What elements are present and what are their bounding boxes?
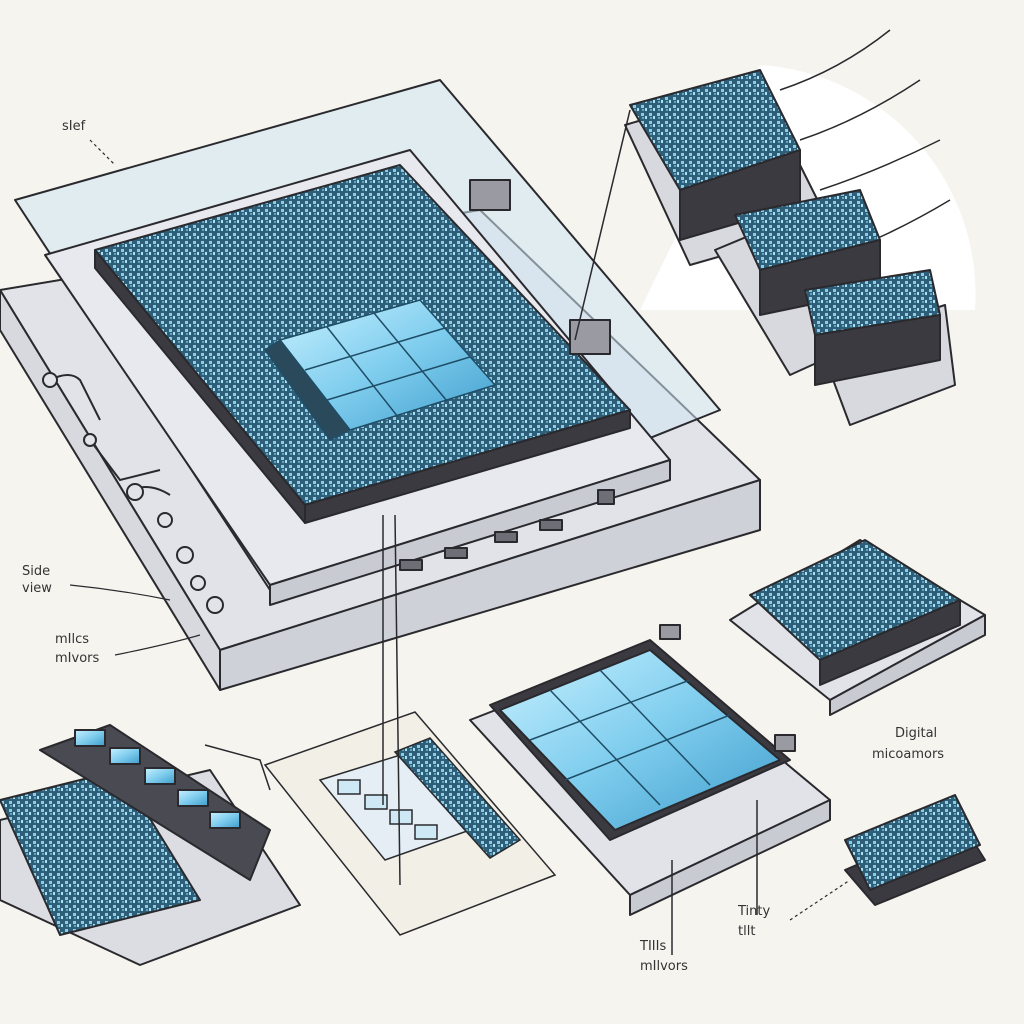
board-traces xyxy=(42,372,224,614)
left-mirror-row xyxy=(0,724,301,966)
center-breakout-board xyxy=(204,514,557,936)
label-tiny-tilt-line2: tllt xyxy=(738,924,756,939)
label-tilt-mirrors-line1: TIIIs xyxy=(640,939,667,954)
tiny-mirror-block xyxy=(844,794,986,906)
label-digital-line2: micoamors xyxy=(872,747,945,762)
label-micro-mirrors-line1: mIlcs xyxy=(55,632,90,647)
leader-lines xyxy=(69,139,201,656)
label-micro-mirrors-line2: mIvors xyxy=(55,651,100,666)
zoom-inset xyxy=(574,29,976,426)
label-tilt-mirrors-line2: mIlvors xyxy=(640,959,688,974)
label-shelf: sIef xyxy=(62,119,86,134)
main-dmd-chip xyxy=(0,79,761,691)
tilt-mirror-chip xyxy=(469,624,831,916)
label-side-view-line2: view xyxy=(22,581,52,596)
label-tiny-tilt-line1: Tinty xyxy=(738,904,771,919)
label-digital-line1: Digital xyxy=(895,726,938,741)
main-tilt-mirrors xyxy=(264,299,496,441)
label-side-view-line1: Side xyxy=(22,564,51,579)
small-dmd-chip xyxy=(729,539,986,716)
